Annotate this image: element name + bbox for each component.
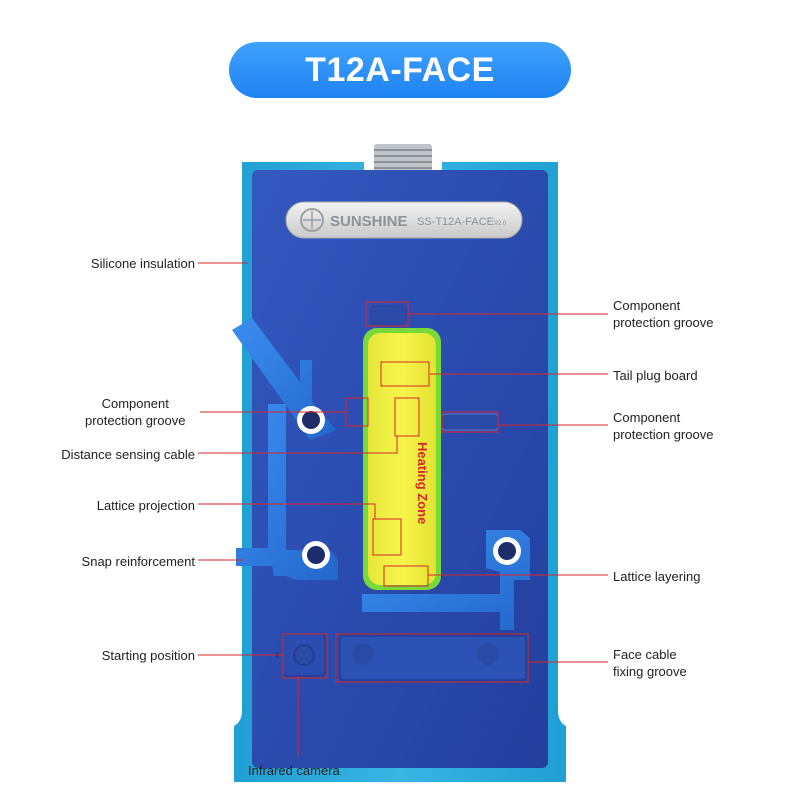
label-line: Component	[613, 298, 681, 313]
label-snap-reinforcement: Snap reinforcement	[81, 554, 195, 569]
model-text: SS-T12A-FACE	[417, 216, 494, 228]
label-line: Component	[101, 396, 169, 411]
callout-lines	[198, 262, 608, 756]
label-infrared-camera: Infrared camera	[248, 763, 340, 778]
version-text: V2.0	[494, 221, 507, 227]
brand-text: SUNSHINE	[330, 213, 408, 230]
label-silicone-insulation: Silicone insulation	[90, 256, 195, 271]
label-face-cable-groove: Face cable fixing groove	[613, 646, 687, 680]
top-groove	[370, 305, 408, 325]
label-line: protection groove	[613, 427, 714, 442]
nameplate	[285, 201, 523, 239]
label-line: protection groove	[85, 413, 186, 428]
right-groove	[441, 413, 499, 431]
callout-boxes	[282, 301, 529, 683]
label-distance-sensing-cable: Distance sensing cable	[61, 447, 195, 462]
label-tail-plug-board: Tail plug board	[613, 368, 698, 383]
heating-zone	[363, 328, 441, 590]
label-line: Component	[613, 410, 681, 425]
label-component-groove-left: Component protection groove	[85, 395, 185, 429]
label-starting-position: Starting position	[101, 648, 195, 663]
thread-connector	[374, 144, 432, 172]
label-lattice-projection: Lattice projection	[96, 498, 195, 513]
right-clamp	[362, 530, 530, 630]
label-line: protection groove	[613, 315, 714, 330]
label-component-groove-right: Component protection groove	[613, 409, 713, 443]
label-component-groove-top: Component protection groove	[613, 297, 713, 331]
label-line: Face cable	[613, 647, 677, 662]
label-line: fixing groove	[613, 664, 687, 679]
label-lattice-layering: Lattice layering	[613, 569, 701, 584]
bottom-grooves	[276, 633, 527, 681]
left-clamp	[232, 318, 338, 580]
title-banner: T12A-FACE	[229, 42, 571, 98]
heating-zone-label: Heating Zone	[415, 442, 430, 524]
